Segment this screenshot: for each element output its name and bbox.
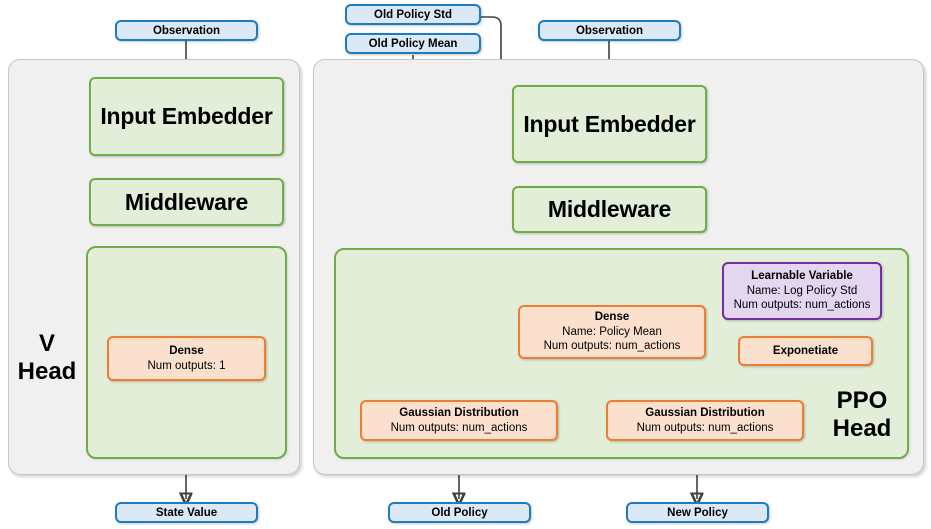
ppo-gaussian-new-num-outputs: Num outputs: num_actions [636,421,774,434]
ppo-learnable-variable-num-outputs: Num outputs: num_actions [733,299,871,312]
ppo-head-label: PPO Head [820,387,904,443]
ppo-head-label-line1: PPO [836,387,888,414]
ppo-dense-policy-mean[interactable]: Dense Name: Policy Mean Num outputs: num… [518,305,706,359]
ppo-dense-num-outputs: Num outputs: num_actions [543,340,681,353]
ppo-output-new-policy[interactable]: New Policy [626,502,769,523]
v-head-label: V Head [12,330,82,386]
ppo-input-old-policy-mean[interactable]: Old Policy Mean [345,33,481,54]
ppo-input-observation-label: Observation [575,24,644,37]
ppo-gaussian-distribution-old[interactable]: Gaussian Distribution Num outputs: num_a… [360,400,558,441]
ppo-learnable-variable-title: Learnable Variable [751,270,853,283]
v-head-dense-num-outputs: Num outputs: 1 [147,359,226,372]
ppo-gaussian-old-title: Gaussian Distribution [399,407,519,419]
ppo-gaussian-new-title: Gaussian Distribution [645,407,765,419]
ppo-exponetiate[interactable]: Exponetiate [738,336,873,366]
ppo-output-old-policy-label: Old Policy [431,506,488,519]
v-head-dense[interactable]: Dense Num outputs: 1 [107,336,266,381]
ppo-dense-name: Name: Policy Mean [562,325,662,338]
ppo-learnable-variable-name: Name: Log Policy Std [746,284,858,297]
v-head-label-line1: V [38,330,55,357]
ppo-gaussian-old-num-outputs: Num outputs: num_actions [390,421,528,434]
v-head-input-embedder[interactable]: Input Embedder [89,77,284,156]
ppo-output-new-policy-label: New Policy [667,506,728,519]
v-head-dense-title: Dense [169,345,204,357]
ppo-dense-title: Dense [594,311,630,324]
v-head-output-state-value[interactable]: State Value [115,502,258,523]
ppo-input-embedder-label: Input Embedder [523,110,696,137]
ppo-exponetiate-label: Exponetiate [772,344,839,357]
v-head-input-observation[interactable]: Observation [115,20,258,41]
ppo-input-old-policy-std[interactable]: Old Policy Std [345,4,481,25]
ppo-gaussian-distribution-new[interactable]: Gaussian Distribution Num outputs: num_a… [606,400,804,441]
ppo-input-old-policy-std-label: Old Policy Std [374,8,452,21]
ppo-output-old-policy[interactable]: Old Policy [388,502,531,523]
ppo-middleware[interactable]: Middleware [512,186,707,233]
v-head-output-state-value-label: State Value [155,506,218,519]
v-head-input-embedder-label: Input Embedder [100,103,273,129]
ppo-input-old-policy-mean-label: Old Policy Mean [368,37,458,50]
v-head-label-line2: Head [17,358,77,385]
v-head-input-observation-label: Observation [152,24,221,37]
ppo-input-embedder[interactable]: Input Embedder [512,85,707,163]
ppo-input-observation[interactable]: Observation [538,20,681,41]
ppo-head-label-line2: Head [832,415,892,442]
ppo-middleware-label: Middleware [547,196,672,222]
ppo-learnable-variable-log-policy-std[interactable]: Learnable Variable Name: Log Policy Std … [722,262,882,320]
v-head-middleware[interactable]: Middleware [89,178,284,226]
v-head-middleware-label: Middleware [124,188,249,215]
